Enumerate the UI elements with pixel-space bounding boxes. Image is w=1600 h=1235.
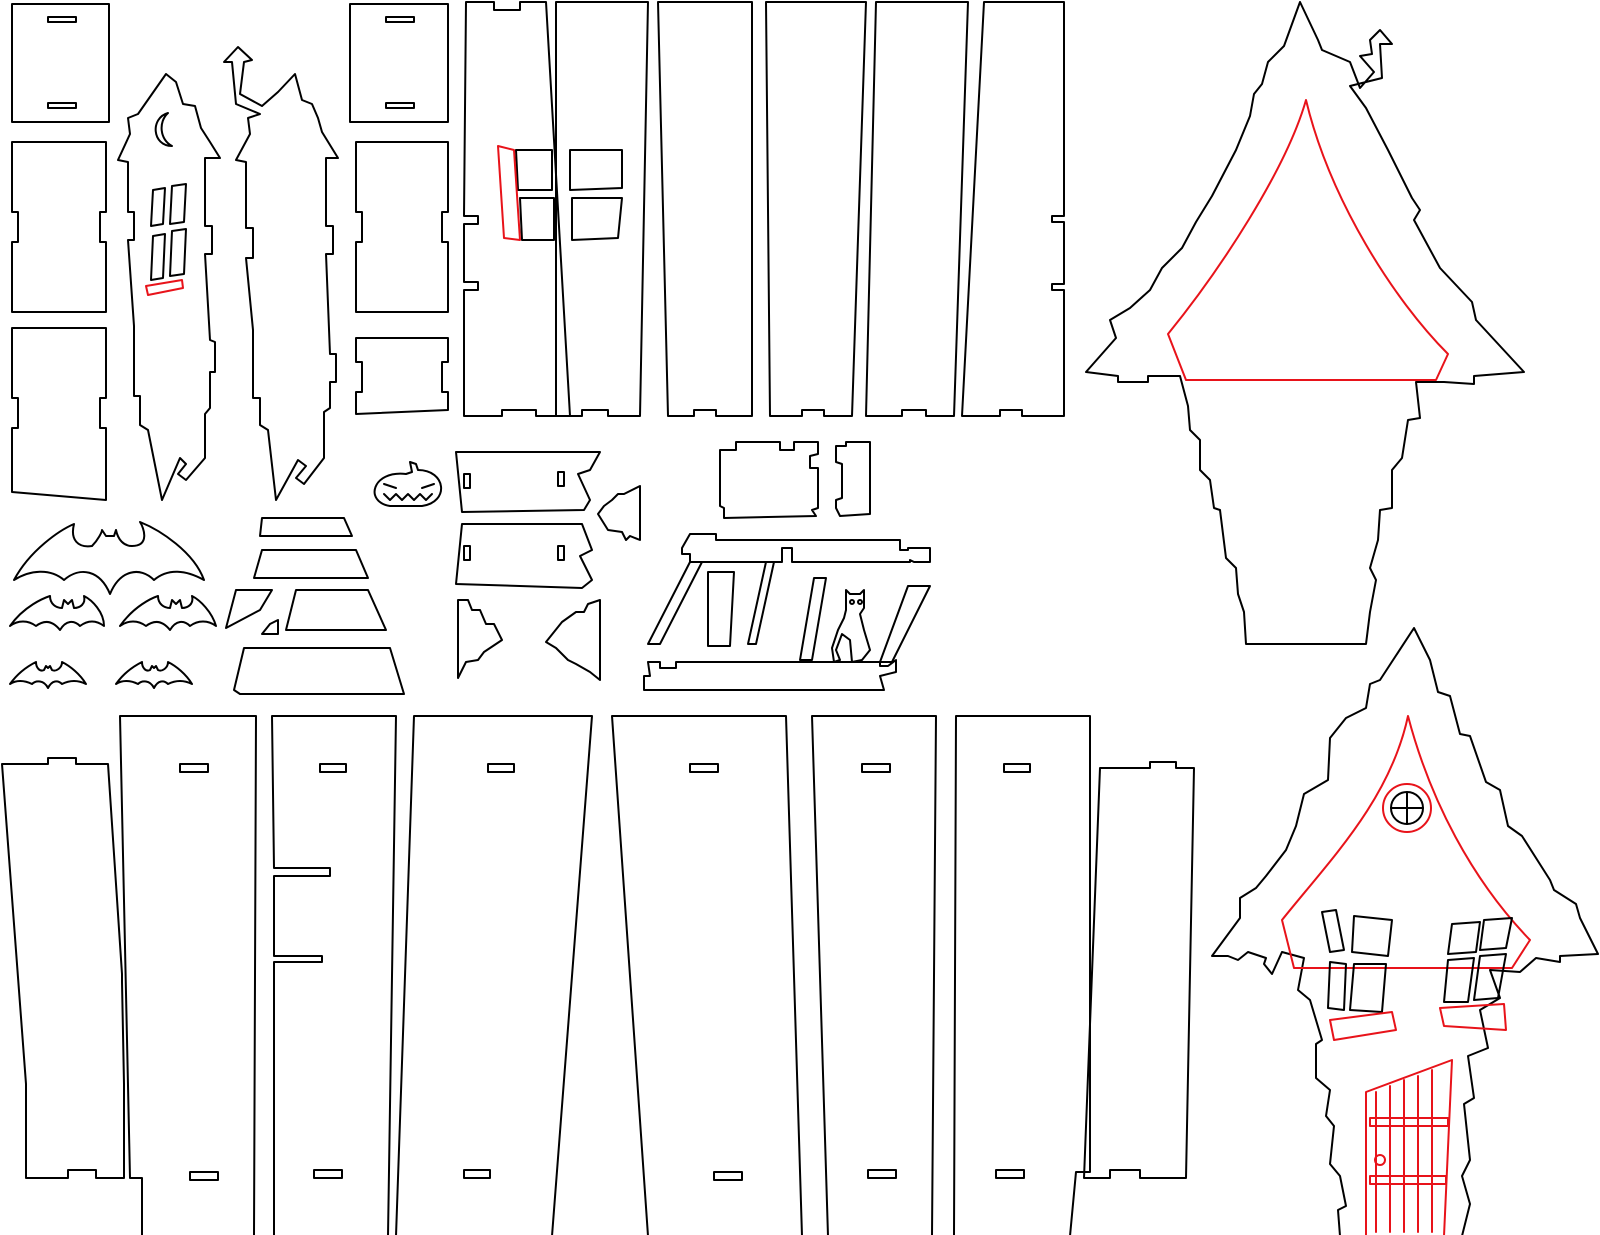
fence-rail-bottom [643,659,897,691]
panel-mid-left [11,141,107,313]
tree-icon [545,599,601,681]
tree-icon [457,599,503,679]
step-4 [225,589,273,629]
panel-mid-center [355,141,449,313]
slat-top [455,451,601,513]
window-box-right [1439,1003,1507,1031]
strip-6 [961,1,1065,417]
wall-strips-top [463,1,1065,417]
bottom-strip-5 [611,715,803,1235]
bat-icon [9,661,87,689]
step-2 [253,549,369,579]
round-window [1382,783,1432,833]
pumpkin-piece [373,461,442,507]
slat-pieces [455,451,601,589]
stair-steps [225,517,405,695]
spire-sides [117,46,339,501]
moon-icon [154,112,173,147]
house-outline-top [1085,1,1525,645]
front-door [1365,1059,1453,1235]
tree-icon [597,485,641,541]
spire-with-chimney [223,46,339,501]
bats [9,521,217,689]
bottom-strip-1 [1,757,125,1179]
fence-post [747,561,775,645]
spire-windows [150,183,187,281]
bottom-strip-4 [395,715,593,1235]
panel-low-left [11,327,107,501]
bottom-strip-2 [119,715,257,1235]
wall-strips-bottom [1,715,1195,1235]
bottom-strip-7 [953,715,1091,1235]
center-top-panels [349,3,449,415]
bottom-strip-8 [1083,761,1195,1179]
step-6 [233,647,405,695]
fence-post [879,585,931,663]
fence-pieces [643,441,931,691]
bracket-side [835,441,871,517]
step-1 [259,517,353,537]
strip-4 [765,1,867,417]
bat-icon [13,521,205,595]
roof-etch-bottom [1281,715,1531,969]
pumpkin-icon [373,461,442,507]
window-box-left [1329,1011,1397,1041]
house-windows-right [1443,917,1513,1003]
house-windows-left [1321,909,1393,1013]
bottom-strip-6 [811,715,937,1235]
bat-icon [115,661,193,689]
fence-post [707,571,735,647]
trees [457,485,641,681]
spire-with-moon [117,73,221,501]
panel-low-center [355,337,449,415]
strip-1-windows [515,149,555,241]
bat-icon [119,595,217,631]
step-3 [285,589,387,631]
strip-5 [865,1,969,417]
fence-rail-top [681,533,931,563]
house-front-bottom [1211,627,1599,1235]
house-outline-bottom [1211,627,1599,1235]
slat-bottom [455,523,593,589]
fence-post [647,561,703,645]
strip-3 [657,1,753,417]
strip-1-shutter [497,145,521,241]
panel-top-left [11,3,110,123]
fence-post [799,577,827,661]
spire-window-sill [145,279,184,296]
strip-2 [555,1,649,417]
bracket-top [719,441,819,519]
bat-icon [9,595,105,631]
strip-2-windows [569,149,623,241]
step-5 [261,619,279,635]
left-base-panels [11,3,110,501]
house-front-top [1085,1,1525,645]
roof-etch-top [1167,99,1449,381]
strip-1 [463,1,571,417]
cat-icon [831,589,871,663]
bottom-strip-3 [271,715,397,1235]
panel-top-center [349,3,449,123]
